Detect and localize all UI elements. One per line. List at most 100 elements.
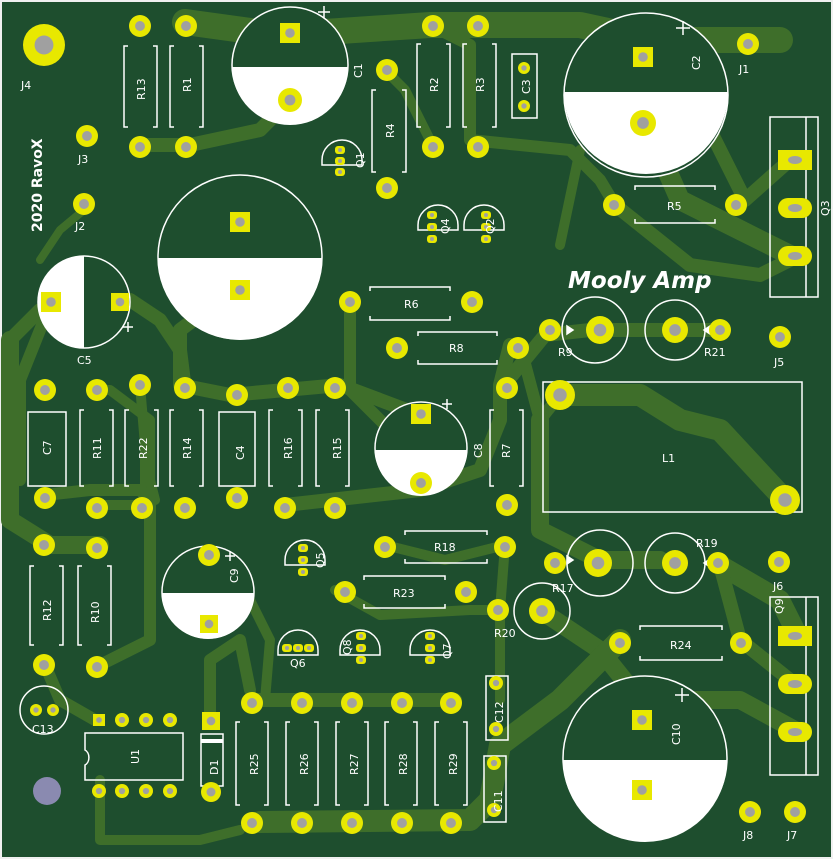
resistor-pad — [467, 136, 489, 158]
ref-R27: R27 — [348, 753, 361, 775]
resistor-pad — [455, 581, 477, 603]
u1-pad — [115, 784, 129, 798]
to92-pad — [427, 235, 437, 243]
resistor-pad — [496, 494, 518, 516]
ref-R17: R17 — [552, 582, 574, 595]
to92-pad — [335, 168, 345, 176]
ref-C2: C2 — [690, 55, 703, 70]
resistor-pad — [467, 15, 489, 37]
connector-pad — [784, 801, 806, 823]
ref-R8: R8 — [449, 342, 464, 355]
resistor-pad — [274, 497, 296, 519]
inductor-pad — [770, 485, 800, 515]
cap-pad-square — [200, 615, 218, 633]
cap-pad-square — [632, 780, 652, 800]
mounting-hole — [33, 777, 61, 805]
to92-outlines — [277, 139, 706, 656]
resistor-pad — [291, 812, 313, 834]
ref-J7: J7 — [786, 829, 797, 842]
ref-R21: R21 — [704, 346, 726, 359]
ref-R24: R24 — [670, 639, 692, 652]
ref-J3: J3 — [77, 153, 88, 166]
cap-pad — [198, 544, 220, 566]
resistor-pad — [603, 194, 625, 216]
resistor-pad — [175, 136, 197, 158]
resistor-pad — [241, 812, 263, 834]
ref-J4: J4 — [20, 79, 31, 92]
resistor-pad — [324, 377, 346, 399]
ref-R20: R20 — [494, 627, 516, 640]
resistor-pad — [440, 812, 462, 834]
ref-R14: R14 — [181, 437, 194, 459]
cap-pad — [410, 472, 432, 494]
ref-R26: R26 — [298, 753, 311, 775]
ref-J1: J1 — [738, 63, 749, 76]
cap-pad — [489, 676, 503, 690]
to92-pad — [425, 632, 435, 640]
ref-R22: R22 — [137, 437, 150, 459]
ref-R15: R15 — [331, 437, 344, 459]
ref-R9: R9 — [558, 346, 573, 359]
connector-pad — [739, 801, 761, 823]
to92-pad — [335, 146, 345, 154]
ref-R7: R7 — [500, 443, 513, 458]
cap-pad-square — [632, 710, 652, 730]
ref-R5: R5 — [667, 200, 682, 213]
resistor-pad — [174, 377, 196, 399]
power-pad — [662, 317, 688, 343]
q3-pad — [778, 246, 812, 266]
cap-pad-square — [280, 23, 300, 43]
to92-pad — [356, 656, 366, 664]
resistor-pad — [129, 15, 151, 37]
ref-R4: R4 — [384, 123, 397, 138]
cap-pad-square — [111, 293, 129, 311]
ref-D1: D1 — [208, 760, 221, 775]
resistor-pad — [86, 537, 108, 559]
cap-pad — [30, 704, 42, 716]
resistor-pad — [494, 536, 516, 558]
ref-C12: C12 — [493, 701, 506, 723]
resistor-pad — [226, 487, 248, 509]
resistor-pad — [507, 337, 529, 359]
cap-pad — [630, 110, 656, 136]
d1-pad-square — [202, 712, 220, 730]
resistor-pad — [33, 534, 55, 556]
ref-U1: U1 — [129, 749, 142, 764]
j4-pad — [23, 24, 65, 66]
connector-pad — [73, 193, 95, 215]
resistor-pad — [374, 536, 396, 558]
resistor-pad — [422, 15, 444, 37]
resistor-pad — [709, 319, 731, 341]
ref-C13: C13 — [32, 723, 54, 736]
ref-J6: J6 — [772, 580, 783, 593]
u1-pad — [139, 713, 153, 727]
resistor-pad — [487, 599, 509, 621]
ref-C6: C6 — [168, 261, 181, 276]
resistor-pad — [131, 497, 153, 519]
u1-pad — [115, 713, 129, 727]
ref-R19: R19 — [696, 537, 718, 550]
to92-pad — [293, 644, 303, 652]
q9-pad — [778, 722, 812, 742]
resistor-pad — [376, 59, 398, 81]
resistor-pad — [86, 497, 108, 519]
resistor-pad — [174, 497, 196, 519]
resistor-pad — [341, 692, 363, 714]
resistor-pad — [226, 384, 248, 406]
resistor-pad — [422, 136, 444, 158]
resistor-pad — [440, 692, 462, 714]
ref-L1: L1 — [662, 452, 675, 465]
to92-pad — [298, 544, 308, 552]
to92-pad — [356, 644, 366, 652]
to92-pad — [481, 223, 491, 231]
ref-Q8: Q8 — [341, 639, 354, 655]
silkscreen-text: Mooly Amp 2020 RavoX J4 J1 J3 J2 J5 J6 J… — [20, 55, 832, 842]
to92-pad — [427, 211, 437, 219]
cap-pad — [518, 62, 530, 74]
resistor-pad — [386, 337, 408, 359]
ref-C8: C8 — [472, 443, 485, 458]
resistor-pad — [496, 377, 518, 399]
to92-pad — [427, 223, 437, 231]
